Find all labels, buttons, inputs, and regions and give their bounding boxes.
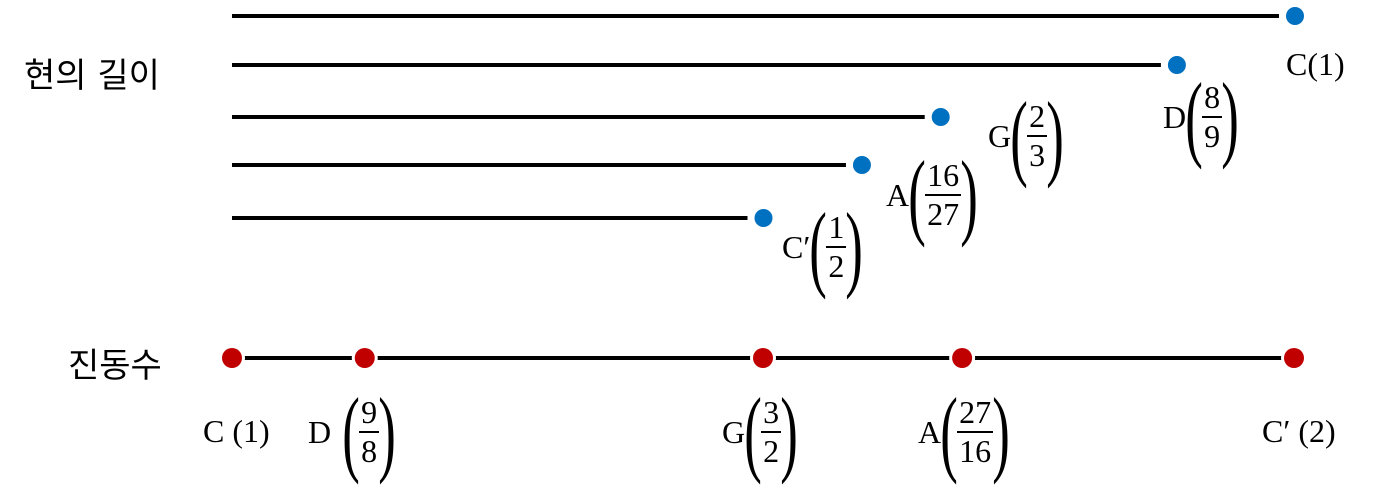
denominator: 8 — [361, 433, 378, 469]
denominator: 2 — [828, 248, 845, 284]
numerator: 27 — [957, 394, 994, 433]
denominator: 2 — [763, 433, 780, 469]
note-name: D — [308, 413, 332, 450]
right-paren: ) — [780, 378, 798, 485]
denominator: 9 — [1204, 118, 1221, 154]
string-end-dot — [852, 156, 871, 174]
label-freq-c-prime: C′ (2) — [1262, 413, 1336, 449]
frequency-dot — [952, 348, 973, 368]
frequency-dot — [354, 348, 375, 368]
string-end-dot — [1286, 7, 1304, 25]
left-paren: ( — [1010, 82, 1028, 189]
numerator: 2 — [1027, 98, 1048, 137]
frequency-dot — [222, 348, 242, 368]
label-length-c: C(1) — [1286, 46, 1345, 82]
label-freq-c: C (1) — [203, 413, 270, 449]
frequency-label: 진동수 — [68, 346, 162, 386]
note-name: G — [988, 117, 1012, 154]
numerator: 3 — [761, 394, 782, 433]
right-paren: ) — [845, 193, 864, 300]
right-paren: ) — [1046, 82, 1064, 189]
note-name: A — [886, 176, 910, 213]
string-end-dot — [754, 209, 773, 227]
left-paren: ( — [908, 141, 926, 248]
left-paren: ( — [1185, 63, 1203, 170]
right-paren: ) — [378, 378, 396, 485]
right-paren: ) — [992, 378, 1010, 485]
note-name: C′ — [782, 228, 811, 265]
right-paren: ) — [1221, 63, 1239, 170]
right-paren: ) — [960, 141, 978, 248]
string-end-dot — [931, 108, 950, 126]
frequency-dot — [753, 348, 773, 368]
left-paren: ( — [342, 378, 360, 485]
note-name: D — [1163, 98, 1187, 135]
left-paren: ( — [809, 193, 828, 300]
numerator: 8 — [1202, 79, 1223, 118]
left-paren: ( — [744, 378, 762, 485]
numerator: 16 — [925, 157, 962, 196]
denominator: 3 — [1029, 137, 1046, 173]
note-name: A — [918, 413, 942, 450]
left-paren: ( — [940, 378, 958, 485]
note-name: G — [722, 413, 746, 450]
denominator: 27 — [927, 196, 960, 232]
denominator: 16 — [959, 433, 992, 469]
numerator: 9 — [359, 394, 380, 433]
string-end-dot — [1167, 56, 1186, 74]
string-length-label: 현의 길이 — [24, 56, 160, 96]
frequency-dot — [1284, 348, 1304, 368]
numerator: 1 — [826, 209, 847, 248]
